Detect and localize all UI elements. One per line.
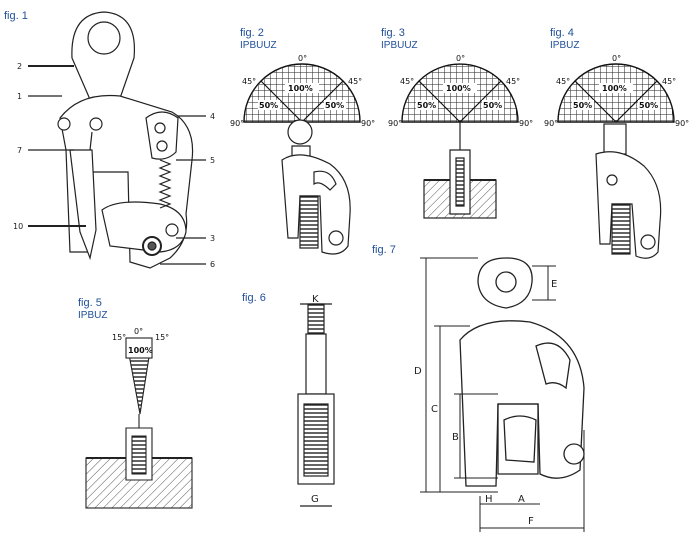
angle-0: 0°	[298, 54, 307, 63]
capacity-100: 100%	[446, 84, 471, 93]
angle-45-left: 45°	[400, 77, 414, 86]
callout-4: 4	[210, 112, 215, 121]
capacity-50-right: 50%	[639, 101, 658, 110]
fig1-callout-numbers: 2 1 7 10 4 5 3 6	[13, 62, 215, 269]
angle-90-right: 90°	[361, 119, 375, 128]
label-plate-100	[599, 83, 633, 93]
fig1-clamp-drawing	[57, 11, 194, 269]
callout-1: 1	[17, 92, 22, 101]
dim-k: K	[312, 294, 319, 305]
fig7-drawing	[459, 257, 585, 487]
label-plate-50-left	[572, 100, 594, 110]
capacity-100: 100%	[288, 84, 313, 93]
angle-90-right: 90°	[519, 119, 533, 128]
fig7-dim-labels: E D C B H A F	[414, 279, 557, 527]
angle-0: 0°	[612, 54, 621, 63]
dim-d: D	[414, 366, 422, 377]
fan-angle-left: 15°	[112, 333, 126, 342]
fig4-clamp-drawing	[595, 123, 662, 259]
fig7-title: fig. 7	[372, 244, 396, 256]
fig5-fan-labels: 15° 0° 15° 100%	[112, 327, 169, 355]
dim-h: H	[485, 494, 493, 505]
fig3-title: fig. 3	[381, 27, 405, 39]
ray-45-right	[459, 80, 502, 123]
fig2-title: fig. 2	[240, 27, 264, 39]
dim-e: E	[551, 279, 557, 290]
fan-angle-right: 15°	[155, 333, 169, 342]
capacity-50-left: 50%	[417, 101, 436, 110]
angle-45-left: 45°	[242, 77, 256, 86]
dim-b: B	[452, 432, 459, 443]
fig1-title: fig. 1	[4, 10, 28, 22]
angle-chart-group: 0° 45° 45° 90° 90° 100% 50% 50% 0° 45° 45° 90° 90° 10…	[230, 54, 689, 128]
fig1-callout-lines	[28, 65, 206, 265]
callout-6: 6	[210, 260, 215, 269]
fig3-subtitle: IPBUUZ	[381, 40, 418, 51]
fig3-clamp-drawing	[423, 122, 497, 219]
fig5-subtitle: IPBUZ	[78, 310, 108, 321]
fig6-drawing	[297, 303, 335, 507]
capacity-50-right: 50%	[483, 101, 502, 110]
ray-45-right	[301, 80, 344, 123]
semicircle-grid	[401, 63, 519, 123]
fig4-title: fig. 4	[550, 27, 574, 39]
label-plate-50-right	[324, 100, 346, 110]
callout-3: 3	[210, 234, 215, 243]
capacity-50-left: 50%	[259, 101, 278, 110]
ray-45-left	[418, 80, 461, 123]
angle-0: 0°	[456, 54, 465, 63]
ray-45-left	[260, 80, 303, 123]
capacity-100: 100%	[602, 84, 627, 93]
angle-90-left: 90°	[544, 119, 558, 128]
label-plate-50-right	[482, 100, 504, 110]
dim-a: A	[518, 494, 525, 505]
fig4-subtitle: IPBUZ	[550, 40, 580, 51]
capacity-50-left: 50%	[573, 101, 592, 110]
fig6-title: fig. 6	[242, 292, 266, 304]
dim-g: G	[311, 494, 319, 505]
callout-7: 7	[17, 146, 22, 155]
angle-chart-4: 0° 45° 45° 90° 90° 100% 50% 50%	[544, 54, 689, 128]
fig2-subtitle: IPBUUZ	[240, 40, 277, 51]
angle-90-left: 90°	[230, 119, 244, 128]
angle-chart-3: 0° 45° 45° 90° 90° 100% 50% 50%	[388, 54, 533, 128]
fan-angle-center: 0°	[134, 327, 143, 336]
label-plate-50-left	[416, 100, 438, 110]
callout-2: 2	[17, 62, 22, 71]
fan-capacity: 100%	[128, 346, 153, 355]
angle-90-left: 90°	[388, 119, 402, 128]
angle-45-right: 45°	[662, 77, 676, 86]
ray-45-left	[574, 80, 617, 123]
label-plate-100	[443, 83, 477, 93]
callout-10: 10	[13, 222, 23, 231]
fig2-clamp-drawing	[281, 119, 351, 255]
angle-chart-2: 0° 45° 45° 90° 90° 100% 50% 50%	[230, 54, 375, 128]
dim-c: C	[431, 404, 438, 415]
angle-45-right: 45°	[506, 77, 520, 86]
fig5-drawing	[85, 337, 193, 509]
fig6-dim-labels: K G	[311, 294, 319, 505]
angle-45-left: 45°	[556, 77, 570, 86]
fig7-dimension-lines	[420, 257, 585, 532]
label-plate-50-right	[638, 100, 660, 110]
fig5-title: fig. 5	[78, 297, 102, 309]
callout-5: 5	[210, 156, 215, 165]
label-plate-100	[285, 83, 319, 93]
ray-45-right	[615, 80, 658, 123]
angle-45-right: 45°	[348, 77, 362, 86]
dim-f: F	[528, 516, 534, 527]
label-plate-50-left	[258, 100, 280, 110]
capacity-50-right: 50%	[325, 101, 344, 110]
angle-90-right: 90°	[675, 119, 689, 128]
